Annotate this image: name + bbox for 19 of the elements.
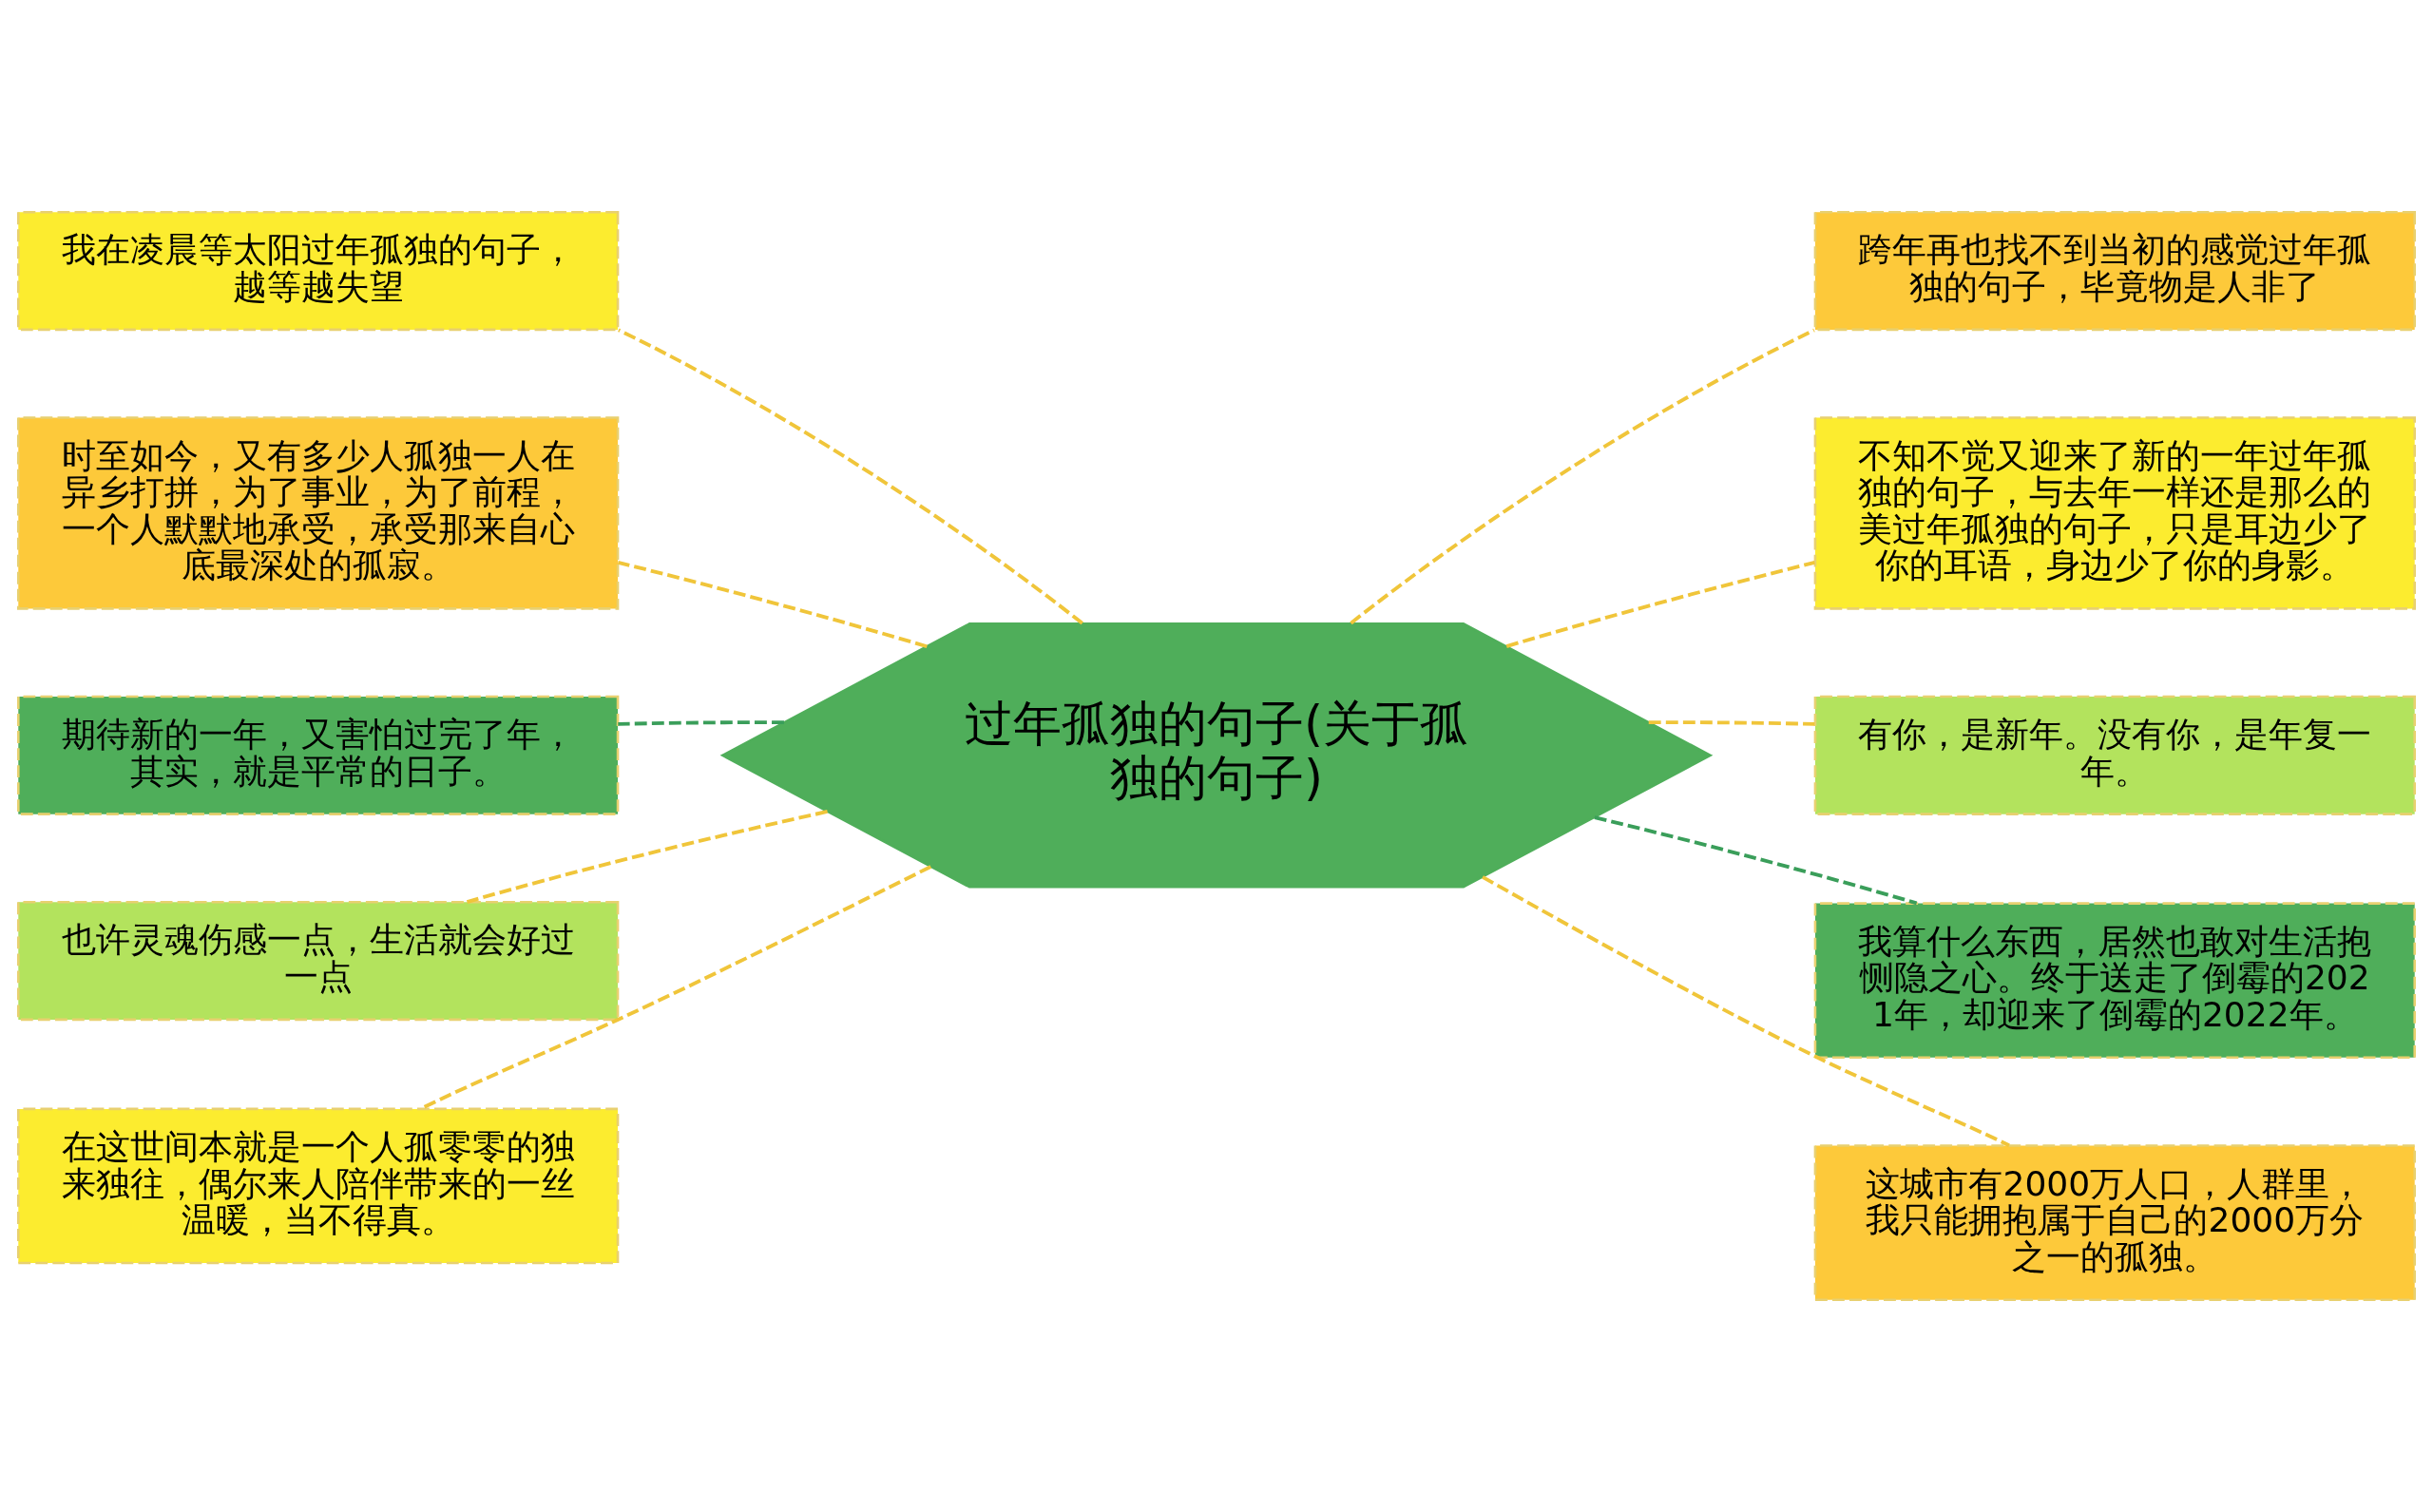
node-box: 不知不觉又迎来了新的一年过年孤独的句子，与去年一样还是那么的美过年孤独的句子，只是耳边少了你的耳语，身边少了你的身影。 <box>1813 416 2416 610</box>
connector <box>1482 875 2010 1147</box>
connector <box>1594 815 1918 906</box>
node-box: 有你，是新年。没有你，是年复一年。 <box>1813 695 2416 815</box>
node-box: 时至如今，又有多少人孤独一人在异乡打拼，为了事业，为了前程，一个人默默地承受，承受那来自心底最深处的孤寂。 <box>17 416 620 610</box>
connector <box>617 561 928 649</box>
connector <box>1350 328 1815 625</box>
connector <box>618 328 1083 625</box>
node-box: 也许灵魂伤感一点，生活就会好过一点 <box>17 901 620 1022</box>
node-box: 我在凌晨等太阳过年孤独的句子，越等越失望 <box>17 211 620 332</box>
node-box: 在这世间本就是一个人孤零零的独来独往，偶尔来人陪伴带来的一丝温暖，当不得真。 <box>17 1107 620 1265</box>
node-box: 跨年再也找不到当初的感觉过年孤独的句子，毕竟物是人非了 <box>1813 211 2416 332</box>
node-box: 这城市有2000万人口，人群里，我只能拥抱属于自己的2000万分之一的孤独。 <box>1813 1144 2416 1301</box>
node-box: 我算什么东西，居然也敢对生活抱恻隐之心。终于送走了倒霉的2021年，却迎来了倒霉的2022年。 <box>1813 902 2416 1060</box>
node-box: 期待新的一年，又害怕过完了年，其实，就是平常的日子。 <box>17 695 620 815</box>
connector <box>466 810 828 904</box>
connector <box>1505 561 1815 648</box>
connector <box>1648 720 1815 726</box>
connector <box>618 720 784 726</box>
